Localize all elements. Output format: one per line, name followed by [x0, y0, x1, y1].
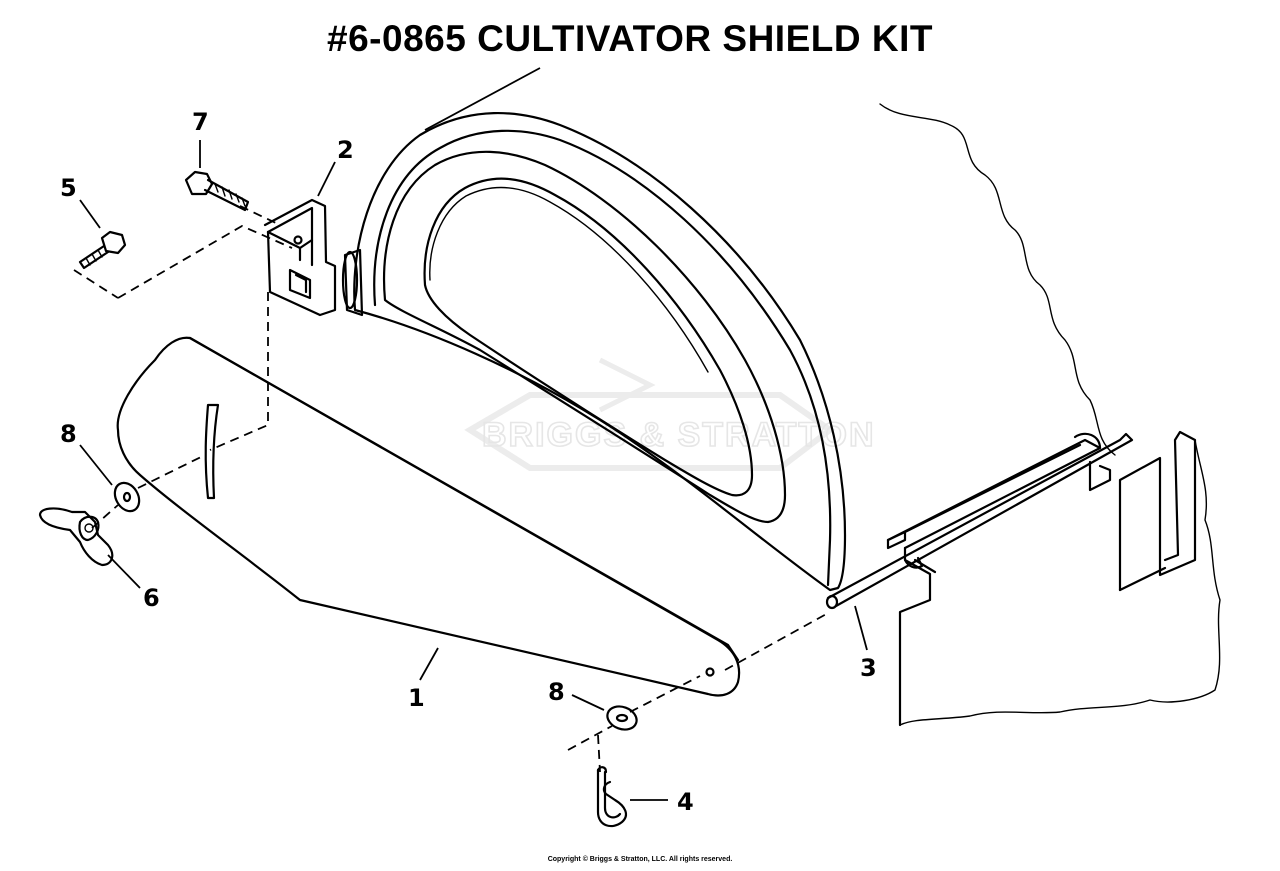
diagram-title: #6-0865 CULTIVATOR SHIELD KIT	[327, 18, 933, 59]
callout-leaders	[79, 140, 868, 801]
shield-pin	[825, 432, 1134, 610]
watermark-logo: BRIGGS & STRATTON	[464, 357, 876, 471]
callout-5: 5	[60, 174, 77, 202]
hairpin-clip	[596, 766, 628, 828]
callout-3: 3	[860, 654, 877, 682]
screw	[78, 230, 127, 270]
copyright-notice: Copyright © Briggs & Stratton, LLC. All …	[547, 856, 733, 863]
tiller-mounting-bracket	[886, 430, 1197, 727]
cultivator-shield	[341, 67, 847, 592]
callout-1: 1	[408, 684, 425, 712]
hex-bolt	[184, 170, 250, 212]
tiller-body-outline	[879, 103, 1221, 726]
callout-4: 4	[677, 788, 694, 816]
callout-8-upper: 8	[60, 420, 77, 448]
callout-8-lower: 8	[548, 678, 565, 706]
callout-6: 6	[143, 584, 160, 612]
flat-washer-upper	[113, 481, 141, 513]
callout-2: 2	[337, 136, 354, 164]
shield-extension-plate	[116, 336, 741, 697]
assembly-dashed-lines	[73, 205, 831, 773]
wing-nut	[38, 507, 114, 567]
mounting-bracket	[263, 198, 337, 317]
watermark-text: BRIGGS & STRATTON	[482, 416, 876, 454]
flat-washer-lower	[606, 705, 638, 731]
callout-7: 7	[192, 108, 209, 136]
